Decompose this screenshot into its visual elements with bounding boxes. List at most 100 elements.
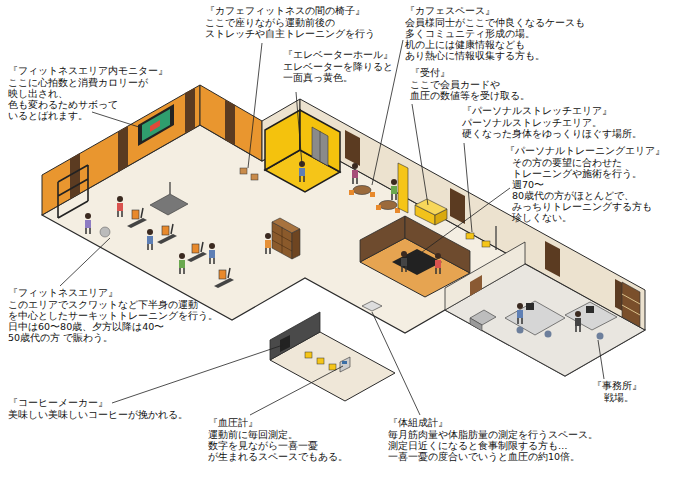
fitness-walls xyxy=(185,88,195,133)
office xyxy=(470,275,482,296)
leader-lines xyxy=(372,312,420,415)
callout-heading: 『コーヒーメーカー』 xyxy=(8,398,108,409)
fitness-walls xyxy=(225,100,235,145)
callout-heading: 『カフェフィットネスの間の椅子』 xyxy=(205,6,365,17)
fitness-equipment xyxy=(187,242,207,262)
callout-heading: 『カフェスペース』 xyxy=(405,6,495,17)
office xyxy=(517,327,524,334)
back-walls xyxy=(545,241,560,277)
fitness-monitor xyxy=(138,104,174,146)
coffee-room xyxy=(270,312,395,401)
shoe-lockers xyxy=(272,218,300,259)
personal-training-room xyxy=(392,249,442,275)
people xyxy=(575,311,581,332)
people xyxy=(85,213,91,234)
callout-note: 毎月筋肉量や体脂肪量の測定を行うスペース。 測定日近くになると食事制限する方も…… xyxy=(388,430,595,463)
callout-note: 美味しい美味しいコーヒーが挽かれる。 xyxy=(8,410,188,421)
reception-counter xyxy=(415,199,447,215)
fitness-equipment xyxy=(127,208,147,228)
callout-heading: 『パーソナルストレッチエリア』 xyxy=(462,106,612,117)
cafe-space xyxy=(370,192,375,197)
stretch-area xyxy=(466,233,474,239)
coffee-room xyxy=(280,335,290,352)
people xyxy=(265,233,271,254)
leader-lines xyxy=(418,188,510,255)
coffee-room xyxy=(270,312,320,360)
office xyxy=(470,318,482,331)
callout-note: このエリアでスクワットなど下半身の運動 を中心としたサーキットトレーニングを行う… xyxy=(8,300,215,344)
leader-lines xyxy=(60,238,110,286)
cafe-space xyxy=(353,186,371,195)
fitness-equipment xyxy=(58,165,234,288)
office xyxy=(586,306,594,313)
building-floor xyxy=(445,264,645,376)
stretch-area xyxy=(466,226,496,250)
office xyxy=(597,333,604,340)
office xyxy=(526,303,534,310)
cafe-chairs xyxy=(240,168,258,180)
people xyxy=(179,253,185,274)
cafe-chairs xyxy=(251,174,258,180)
fitness-equipment xyxy=(150,194,188,215)
body-composition-scale xyxy=(362,301,382,311)
callout-heading: 『事務所』 xyxy=(592,381,642,392)
callout-note: パーソナルストレッチエリア。 硬くなった身体をゆっくりほぐす場所。 xyxy=(462,118,641,140)
leader-lines xyxy=(250,366,343,415)
office xyxy=(565,302,617,330)
office xyxy=(545,331,552,338)
callout-heading: 『フィットネスエリア内モニター』 xyxy=(8,66,168,77)
back-walls xyxy=(300,99,645,330)
callout-heading: 戦場。 xyxy=(604,393,634,404)
callout-note: ここに心拍数と消費カロリーが 映し出され、色も変わるためサボって いるとばれます… xyxy=(8,78,177,122)
elevator-hall xyxy=(320,131,321,161)
people xyxy=(435,253,441,274)
leader-lines xyxy=(412,104,428,205)
people xyxy=(209,243,215,264)
cafe-space xyxy=(349,163,408,213)
stretch-area xyxy=(495,226,496,250)
people xyxy=(352,163,358,184)
leader-lines xyxy=(92,112,142,128)
callout-note: エレベーターを降りると 一面真っ黄色。 xyxy=(283,62,395,84)
shoe-lockers xyxy=(272,218,300,233)
back-walls xyxy=(345,130,360,166)
cafe-space xyxy=(376,205,381,210)
callout-note: 会員様同士がここで仲良くなるケースも 多くコミュニティ形成の場。 机の上には健康… xyxy=(405,18,584,62)
elevator-hall xyxy=(300,110,340,172)
people xyxy=(391,179,397,200)
fitness-equipment xyxy=(157,224,177,244)
coffee-room xyxy=(340,357,350,372)
callout-heading: 『フィットネスエリア』 xyxy=(8,288,118,299)
leader-lines xyxy=(112,345,283,403)
coffee-room xyxy=(270,332,395,401)
fitness-monitor xyxy=(150,120,160,132)
fitness-walls xyxy=(118,126,128,172)
reception-counter xyxy=(415,199,447,225)
cafe-space xyxy=(379,201,397,210)
callout-note: 運動前に毎回測定。 数字を見ながら一喜一憂 が生まれるスペースでもある。 xyxy=(208,430,349,463)
office xyxy=(505,301,565,335)
back-walls xyxy=(262,99,645,330)
office xyxy=(622,294,640,315)
stretch-area xyxy=(482,241,490,247)
fitness-equipment xyxy=(214,268,234,288)
callout-note: ここで会員カードや 血圧の数値等を受け取る。 xyxy=(410,80,532,102)
shoe-lockers xyxy=(292,229,300,259)
elevator-hall xyxy=(265,110,300,170)
fitness-equipment xyxy=(100,227,110,237)
elevator-hall xyxy=(312,127,328,166)
elevator-hall xyxy=(265,110,340,192)
callout-note: その方の要望に合わせた トレーニングや施術を行う。 週70〜80歳代の方がほとん… xyxy=(512,158,666,224)
coffee-room xyxy=(329,364,336,370)
body-composition-scale xyxy=(362,301,382,311)
callout-heading: 『血圧計』 xyxy=(208,418,258,429)
shoe-lockers xyxy=(272,227,292,253)
leader-lines xyxy=(248,43,262,168)
callout-note: ここで座りながら運動前後の ストレッチや自主トレーニングを行う xyxy=(205,18,374,40)
fitness-equipment xyxy=(169,182,170,194)
callout-heading: 『体組成計』 xyxy=(388,418,448,429)
leader-lines xyxy=(598,340,604,379)
cafe-space xyxy=(398,163,408,213)
people xyxy=(147,229,153,250)
